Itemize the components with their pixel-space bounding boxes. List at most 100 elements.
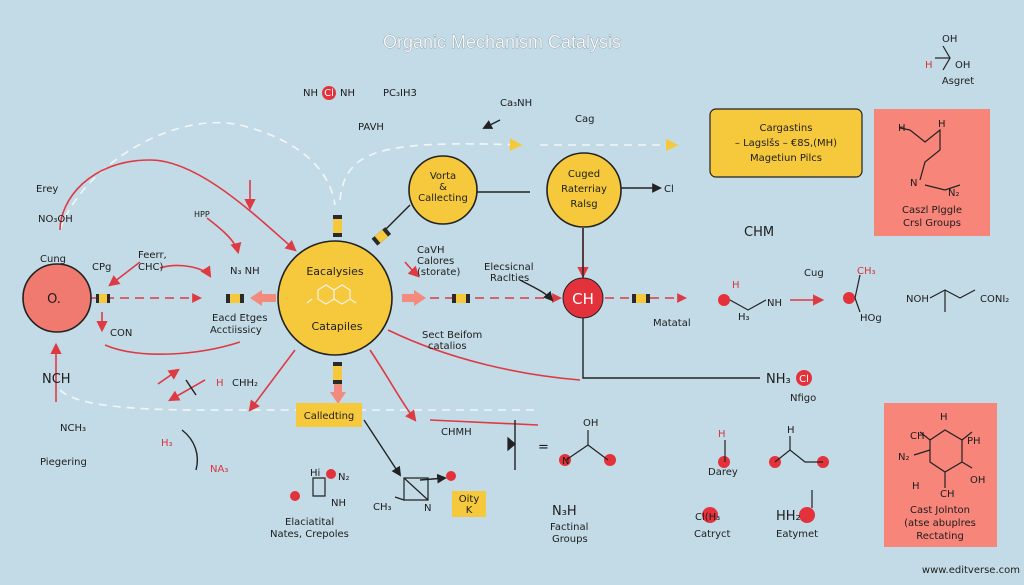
diagram-title: Organic Mechanism Catalysis — [383, 32, 621, 52]
nh-center-label: N₃H — [552, 504, 577, 519]
piegering-label: Piegering — [40, 457, 87, 468]
center-catalysis-node[interactable]: Eacalysies Catapiles — [277, 240, 393, 356]
ca-nh-label: Ca₃NH — [500, 98, 532, 109]
calledting-label: Calledting — [304, 411, 355, 422]
n-center-label: N — [562, 456, 569, 467]
block-arrows — [250, 290, 426, 404]
reactant-panel[interactable]: CH N₂ PH OH CH H H Cast Jolnton (atse ab… — [884, 403, 997, 547]
erey-label: Erey — [36, 184, 58, 195]
vorta-line-2: & — [439, 182, 447, 193]
sect-line-1: Sect Beifom — [422, 330, 482, 341]
oh-center-label: OH — [583, 418, 598, 429]
top-nh-left: NH — [303, 88, 318, 99]
center-molecule-icon — [306, 284, 357, 305]
elec-line-2: Raclties — [490, 273, 529, 284]
molecule-skeletons — [312, 45, 976, 508]
elec-mat-line-1: Elaciatital — [285, 517, 334, 528]
h-small-label: H — [216, 378, 224, 389]
dashed-curves — [59, 121, 679, 411]
hexagon-molecule-icon — [913, 429, 973, 488]
elec-mat-line-2: Nates, Crepoles — [270, 529, 349, 540]
factinal-line-2: Groups — [552, 534, 588, 545]
vorta-line-1: Vorta — [430, 171, 456, 182]
nh-red-cl: Cl — [799, 374, 809, 385]
cargastins-box[interactable]: Cargastins – Lagslšs – €8S,(MH) Magetiun… — [709, 108, 863, 178]
oity-box[interactable]: Oity K — [452, 491, 486, 517]
center-node-label-bottom: Catapiles — [311, 320, 362, 333]
hh-label: HH₂ — [776, 509, 801, 524]
calores-label: Calores — [417, 256, 454, 267]
factinal-line-1: Factinal — [550, 522, 588, 533]
nh-red-label: NH₃ — [766, 372, 791, 387]
functional-groups-panel[interactable]: H H N N₂ Caszl Plggle Crsl Groups — [874, 109, 990, 236]
cargastins-line-3: Magetiun Pilcs — [750, 153, 822, 164]
con-label: CON — [110, 328, 132, 339]
cag-top-label: Cag — [575, 114, 594, 125]
h3-mol-label: H₃ — [738, 312, 750, 323]
cuged-node[interactable]: Cuged Raterriay Ralsg — [546, 152, 622, 228]
vorta-line-3: Callecting — [418, 193, 468, 204]
chmh-label: CHMH — [441, 427, 472, 438]
ch-node[interactable]: CH — [562, 277, 604, 319]
cavh-label: CaVH — [417, 245, 444, 256]
hpp-label: HPP — [194, 210, 210, 219]
panel2-h: H — [912, 481, 920, 492]
labels-group: Asgret OH H OH NH Cl NH PC₃IH3 PAVH Ca₃N… — [36, 34, 1020, 576]
panel2-line-2: (atse abuplres — [904, 518, 976, 529]
ch-node-label: CH — [572, 290, 594, 308]
left-o-node[interactable]: O. — [22, 263, 92, 333]
ch3-mol-label: CH₃ — [857, 266, 876, 277]
vorta-node[interactable]: Vorta & Callecting — [408, 155, 478, 225]
top-right-oh: OH — [942, 34, 957, 45]
h-small2-label: H — [787, 425, 795, 436]
panel2-ch-2: CH — [940, 489, 955, 500]
hog-label: HOg — [860, 313, 882, 324]
eacd-label: Eacd Etges — [212, 313, 267, 324]
cung-label: Cung — [40, 254, 66, 265]
panel2-ph: PH — [967, 436, 981, 447]
top-right-oh-2: OH — [955, 60, 970, 71]
top-cl-atom: Cl — [324, 88, 334, 99]
pavh-label: PAVH — [358, 122, 384, 133]
chh-label: CHH₂ — [232, 378, 258, 389]
atom-markers — [290, 86, 855, 523]
panel-h: H — [898, 123, 906, 134]
acctiissicy-label: Acctiissicy — [210, 325, 262, 336]
coni-label: CONI₂ — [980, 294, 1009, 305]
nh-small-label: NH — [767, 298, 782, 309]
h-mol-label: H — [732, 280, 740, 291]
na3-label: NA₃ — [210, 464, 228, 475]
h3-label: H₃ — [161, 438, 173, 449]
panel2-n: N₂ — [898, 452, 910, 463]
ch3-bottom-label: CH₃ — [373, 502, 392, 513]
watermark: www.editverse.com — [922, 565, 1020, 576]
red-arrows — [50, 159, 825, 426]
panel-molecule-icon — [899, 127, 961, 191]
h-d-label: H — [718, 429, 726, 440]
panel-h-2: H — [938, 119, 946, 130]
cuged-line-1: Cuged — [568, 169, 600, 180]
chc-label: CHC) — [138, 262, 163, 273]
cl-right-label: Cl — [664, 184, 674, 195]
noh-label: NOH — [906, 294, 929, 305]
chm-label: CHM — [744, 225, 774, 240]
panel-line-1: Caszl Plggle — [902, 205, 962, 216]
panel2-h-top: H — [940, 412, 948, 423]
panel-n: N — [910, 178, 917, 189]
nh-b-label: NH — [331, 498, 346, 509]
na-nh-label: N₃ NH — [230, 266, 260, 277]
cpg-label: CPg — [92, 262, 111, 273]
cih3-label: Cl(H₃ — [695, 512, 720, 523]
eatymet-label: Eatymet — [776, 529, 818, 540]
cuged-line-3: Ralsg — [570, 199, 597, 210]
panel-n2: N₂ — [948, 188, 960, 199]
oity-line-2: K — [466, 505, 473, 516]
calledting-box[interactable]: Calledting — [296, 403, 362, 427]
panel2-oh: OH — [970, 475, 985, 486]
equals-label: = — [538, 440, 549, 455]
hi-label: Hi — [310, 468, 320, 479]
catryct-label: Catryct — [694, 529, 731, 540]
elec-line-1: Elecsicnal — [484, 262, 533, 273]
